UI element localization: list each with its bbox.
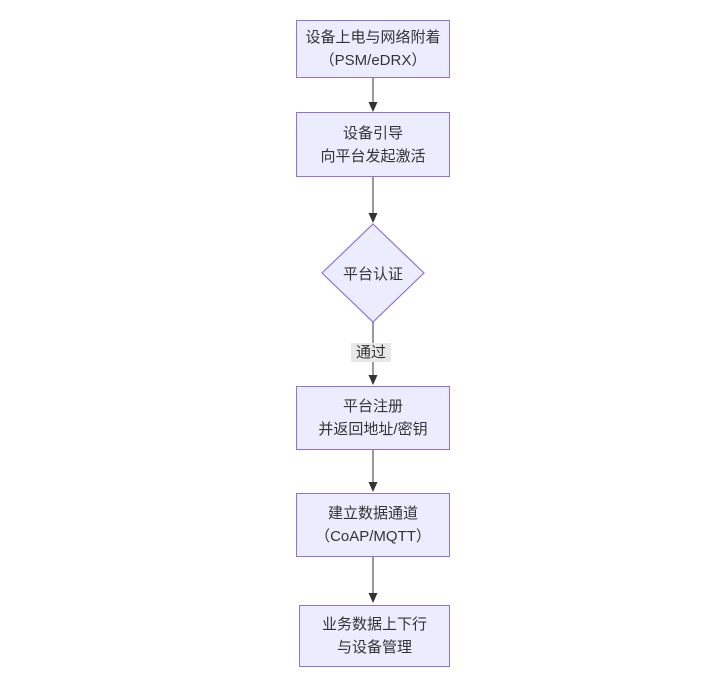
node-device-power-network-attach: 设备上电与网络附着 （PSM/eDRX） — [296, 20, 450, 78]
node-text-line: （CoAP/MQTT） — [315, 528, 431, 545]
arrowhead-a-b — [368, 102, 378, 112]
node-text-line: 设备引导 — [342, 124, 403, 142]
arrowhead-b-c — [368, 213, 378, 223]
node-text-line: 向平台发起激活 — [320, 147, 426, 165]
edge-label-pass: 通过 — [351, 343, 391, 362]
node-text-line: 业务数据上下行 — [321, 616, 427, 633]
decision-platform-auth: 平台认证 — [342, 265, 403, 283]
node-platform-register: 平台注册 并返回地址/密钥 — [296, 386, 450, 450]
node-text-line: 建立数据通道 — [327, 505, 418, 522]
node-text-line: 与设备管理 — [336, 639, 412, 656]
arrowhead-e-f — [368, 593, 378, 603]
node-data-channel: 建立数据通道 （CoAP/MQTT） — [296, 493, 450, 557]
arrowhead-c-d — [368, 375, 378, 385]
arrowhead-d-e — [368, 482, 378, 492]
node-text-line: （PSM/eDRX） — [319, 52, 427, 69]
node-business-data-device-mgmt: 业务数据上下行 与设备管理 — [299, 605, 450, 667]
node-text-line: 设备上电与网络附着 — [305, 29, 441, 46]
node-text-line: 并返回地址/密钥 — [318, 421, 428, 438]
node-text-line: 平台注册 — [342, 398, 403, 415]
node-device-bootstrap-activate: 设备引导 向平台发起激活 — [296, 112, 450, 177]
